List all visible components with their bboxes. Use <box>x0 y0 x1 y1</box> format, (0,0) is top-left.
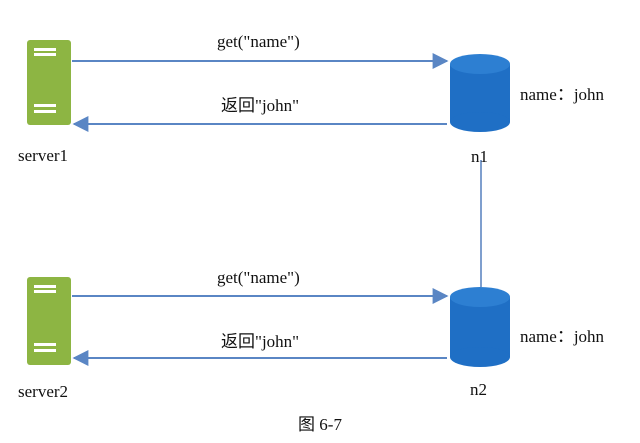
kv-label-top: name：john <box>520 85 605 104</box>
server1-label: server1 <box>18 146 69 165</box>
response-label-top: 返回"john" <box>221 96 300 115</box>
server1-icon <box>27 40 71 125</box>
server2-icon <box>27 277 71 365</box>
request-label-top: get("name") <box>217 32 300 51</box>
figure-caption: 图 6-7 <box>298 415 342 434</box>
database-n2-icon <box>450 287 510 367</box>
kv-label-bottom: name：john <box>520 327 605 346</box>
node-n1-label: n1 <box>471 147 488 166</box>
response-label-bottom: 返回"john" <box>221 332 300 351</box>
node-n2-label: n2 <box>470 380 487 399</box>
database-n1-icon <box>450 54 510 132</box>
server2-label: server2 <box>18 382 69 401</box>
request-label-bottom: get("name") <box>217 268 300 287</box>
